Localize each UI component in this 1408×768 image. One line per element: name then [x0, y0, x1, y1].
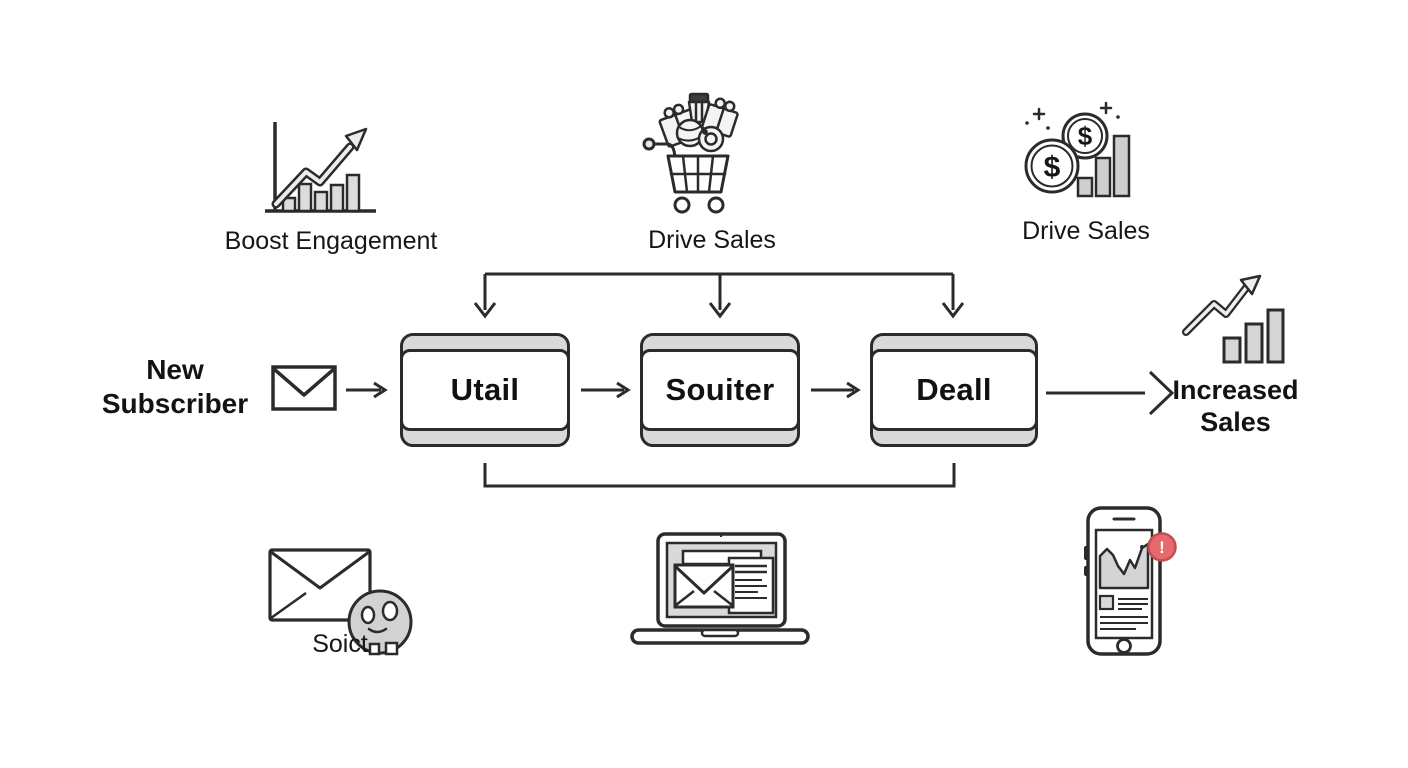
arrowhead-right-icon — [616, 381, 631, 399]
envelope-smiley-icon — [268, 548, 413, 656]
increased-sales-label: Increased Sales — [1172, 375, 1299, 438]
trend-arrow-icon — [271, 127, 368, 209]
flow-step-box: Utail — [400, 333, 570, 447]
flow-step-label: Souiter — [640, 349, 800, 431]
soict-label: Soict — [312, 630, 368, 658]
coin-icon: $ — [1061, 112, 1109, 160]
camera-icon — [697, 125, 725, 153]
growth-chart-icon — [265, 122, 376, 213]
coins-bars-icon: $ $ — [1024, 101, 1131, 198]
laptop-email-icon — [630, 532, 810, 645]
trend-arrow-icon — [1182, 274, 1262, 336]
envelope-icon — [271, 365, 337, 411]
alert-badge-text: ! — [1159, 538, 1165, 557]
smiley-face-icon — [347, 589, 413, 656]
document-panel-icon — [727, 556, 775, 615]
flow-step-box: Souiter — [640, 333, 800, 447]
flow-step-label: Utail — [400, 349, 570, 431]
sparkles-icon — [1025, 101, 1120, 130]
arrowhead-right-icon — [846, 381, 861, 399]
increased-sales-chart-icon — [1182, 274, 1285, 364]
flow-arrows — [346, 370, 1175, 416]
drive-sales-coins-label: Drive Sales — [1022, 217, 1150, 245]
boost-engagement-label: Boost Engagement — [224, 227, 438, 255]
phone-notification-icon: ! — [1084, 506, 1177, 656]
coin-icon: $ — [1024, 138, 1080, 194]
arrowhead-down-icon — [941, 302, 965, 319]
flow-step-label: Deall — [870, 349, 1038, 431]
drive-sales-cart-label: Drive Sales — [648, 226, 776, 254]
shopping-cart-icon — [642, 92, 739, 214]
alert-badge-icon: ! — [1147, 532, 1177, 562]
arrowhead-down-icon — [473, 302, 497, 319]
dollar-sign: $ — [1078, 121, 1093, 151]
flow-step-box: Deall — [870, 333, 1038, 447]
top-connector — [473, 272, 965, 319]
bottom-connector — [483, 463, 956, 488]
new-subscriber-label: New Subscriber — [101, 354, 249, 419]
dollar-sign: $ — [1044, 151, 1061, 184]
envelope-icon — [673, 563, 735, 609]
arrowhead-right-icon — [373, 381, 388, 399]
arrowhead-down-icon — [708, 302, 732, 319]
arrowhead-chevron-icon — [1148, 370, 1175, 416]
